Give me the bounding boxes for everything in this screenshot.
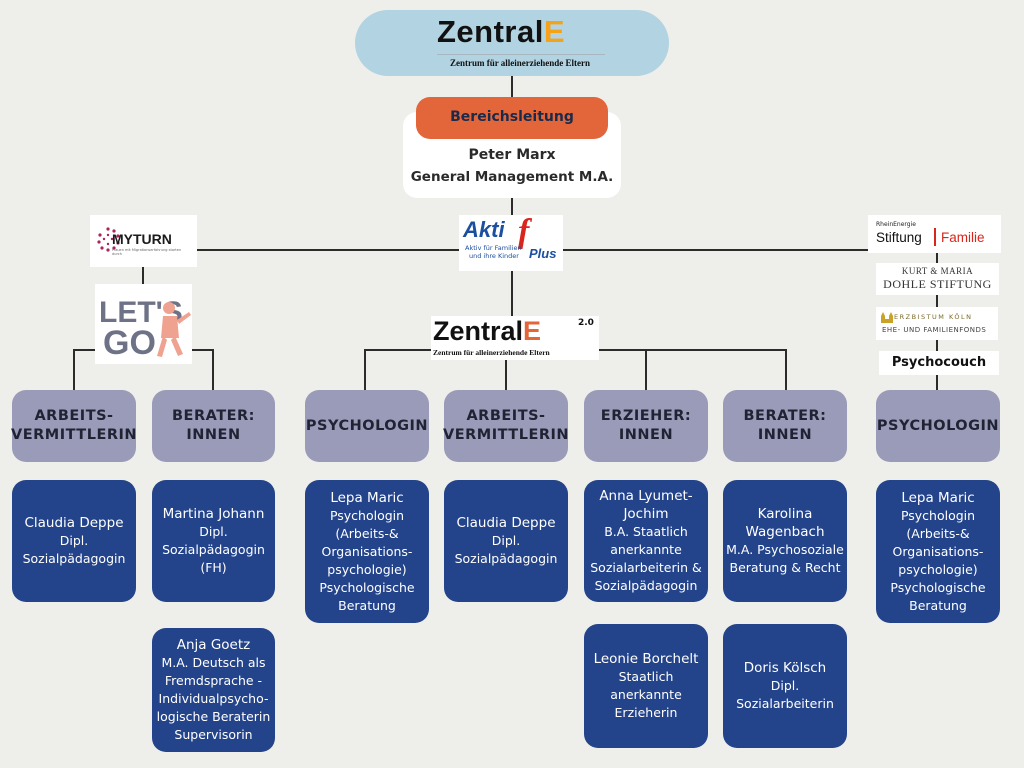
zentrale-logo: ZentralE: [437, 14, 566, 49]
rhein-left: Stiftung: [876, 230, 922, 245]
aktif-plus: Plus: [529, 246, 557, 261]
ze2-text: ZentralE: [433, 316, 542, 346]
myturn-dots-icon: [97, 227, 120, 252]
cathedral-icon: [881, 312, 893, 323]
role-berater-innen-2: BERATER:INNEN: [723, 390, 847, 462]
management-name: Peter Marx: [468, 147, 556, 163]
myturn-text: MYTURN: [112, 231, 172, 247]
aktif-sub1: Aktiv für Familien: [465, 244, 522, 252]
dohle-top: KURT & MARIA: [901, 266, 974, 276]
role-psychologin-1: PSYCHOLOGIN: [305, 390, 429, 462]
role-erzieher-innen: ERZIEHER:INNEN: [584, 390, 708, 462]
erz-top: ERZBISTUM KÖLN: [894, 313, 973, 321]
aktif-plus-logo: Akti f Plus Aktiv für Familien und ihre …: [459, 213, 563, 271]
rhein-divider: [934, 228, 936, 246]
management-label: Bereichsleitung: [416, 97, 608, 139]
svg-text:GO: GO: [103, 324, 156, 362]
letsgo-figure-icon: LET'S GO: [99, 296, 191, 362]
erz-bottom: EHE- UND FAMILIENFONDS: [882, 326, 987, 334]
rhein-right: Familie: [941, 230, 985, 245]
myturn-subtitle: Frauen mit Migrationserfahrung starten d…: [112, 248, 182, 256]
logo-divider: [437, 54, 605, 55]
header-logo-container: [355, 10, 669, 76]
logo-subtitle: Zentrum für alleinerziehende Eltern: [449, 58, 591, 68]
aktif-sub2: und ihre Kinder: [469, 252, 519, 260]
psychocouch-label: Psychocouch: [879, 351, 999, 375]
management-title: General Management M.A.: [410, 169, 614, 185]
letsgo-logo: LET'S GO: [95, 284, 192, 364]
role-arbeitsvermittlerin-1: ARBEITS-VERMITTLERIN: [11, 390, 137, 462]
role-arbeitsvermittlerin-2: ARBEITS-VERMITTLERIN: [443, 390, 569, 462]
zentrale-2-logo: ZentralE 2.0 Zentrum für alleinerziehend…: [431, 316, 599, 360]
rhein-top: RheinEnergie: [876, 221, 916, 228]
myturn-logo: MYTURN Frauen mit Migrationserfahrung st…: [90, 215, 197, 267]
aktif-text: Akti: [463, 217, 505, 242]
dohle-bottom: DOHLE STIFTUNG: [883, 277, 992, 291]
ze2-version: 2.0: [578, 318, 594, 328]
ze2-subtitle: Zentrum für alleinerziehende Eltern: [433, 348, 550, 357]
role-berater-innen-1: BERATER:INNEN: [152, 390, 275, 462]
rheinenergie-logo: RheinEnergie Stiftung Familie: [868, 215, 1001, 253]
dohle-stiftung-logo: KURT & MARIA DOHLE STIFTUNG: [876, 263, 999, 295]
role-psychologin-2: PSYCHOLOGIN: [876, 390, 1000, 462]
erzbistum-logo: ERZBISTUM KÖLN EHE- UND FAMILIENFONDS: [876, 307, 998, 340]
aktif-f: f: [518, 213, 530, 250]
